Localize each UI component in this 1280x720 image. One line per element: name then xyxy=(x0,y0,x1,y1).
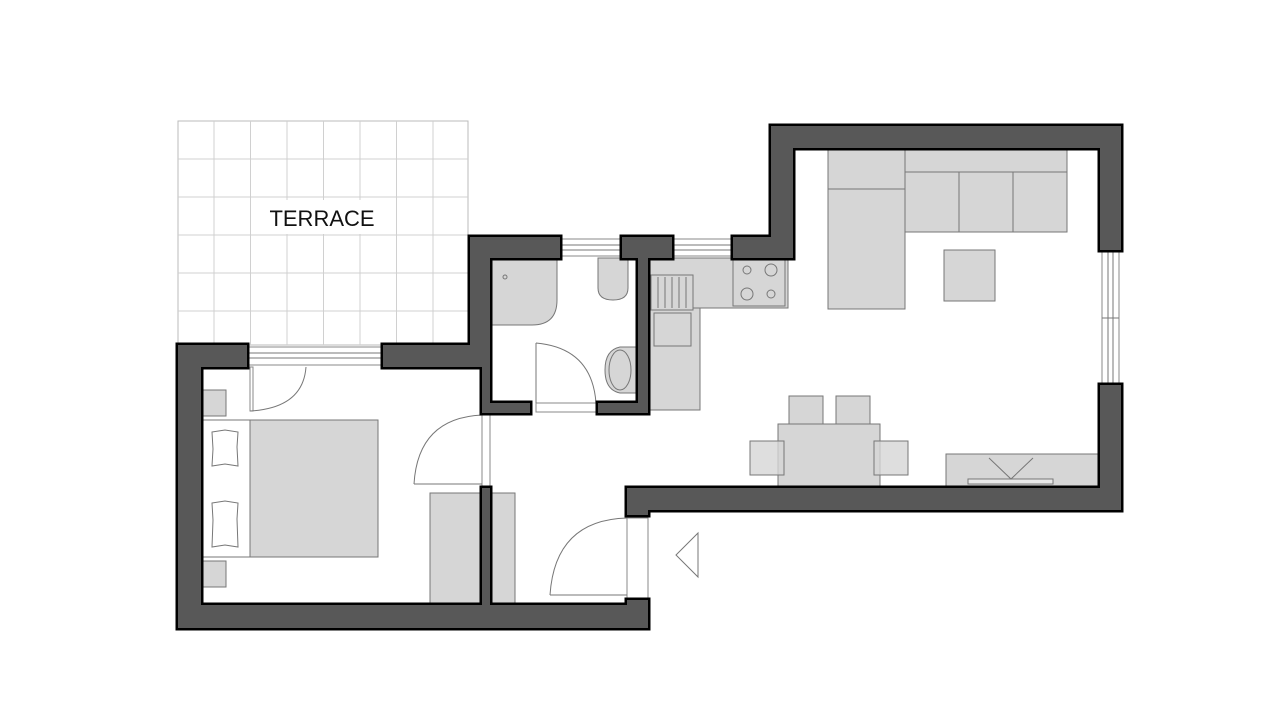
wall-segment xyxy=(627,600,648,628)
nightstand xyxy=(201,560,227,588)
shower xyxy=(489,257,558,326)
toilet xyxy=(604,346,639,394)
furniture xyxy=(201,148,1100,606)
wall-segment xyxy=(627,488,1121,510)
wall-segment xyxy=(482,488,490,605)
terrace: TERRACE xyxy=(177,120,469,346)
dining-chair xyxy=(749,440,785,476)
wall-segment xyxy=(482,360,490,413)
sofa-chaise xyxy=(827,188,906,310)
wall-segment xyxy=(383,345,482,367)
sofa-seat xyxy=(904,171,960,233)
nightstand xyxy=(201,389,227,417)
wall-segment xyxy=(638,237,648,413)
kitchen-window xyxy=(671,238,734,257)
pillow xyxy=(211,429,239,467)
wall-segment xyxy=(627,488,648,515)
coffee-table xyxy=(943,249,996,302)
bed xyxy=(249,419,379,558)
terrace-label: TERRACE xyxy=(269,206,374,231)
walls xyxy=(175,123,1124,631)
doors xyxy=(249,342,649,600)
tv xyxy=(967,478,1054,485)
dining-table xyxy=(777,423,881,489)
sink xyxy=(653,312,692,347)
dish-drainer xyxy=(650,274,694,311)
stove xyxy=(732,257,786,307)
wall-segment xyxy=(1100,385,1121,510)
wardrobe xyxy=(429,492,483,606)
wall-segment xyxy=(622,237,672,258)
entrance-arrow-icon xyxy=(675,531,699,579)
wall-segment xyxy=(470,237,490,367)
bedroom-window xyxy=(246,346,384,366)
wall-segment xyxy=(1100,126,1121,250)
sofa-back xyxy=(904,148,1068,173)
bathroom-window xyxy=(559,238,623,257)
wall-segment xyxy=(482,403,530,413)
wall-segment xyxy=(178,605,648,628)
dining-chair xyxy=(873,440,909,476)
sofa-chaise xyxy=(827,148,906,190)
sofa-seat xyxy=(958,171,1014,233)
wall-segment xyxy=(771,126,1121,148)
wall-segment xyxy=(470,237,560,258)
wall-segment xyxy=(771,126,793,258)
sofa-seat xyxy=(1012,171,1068,233)
washbasin xyxy=(597,257,629,301)
hall-cabinet xyxy=(489,492,516,606)
wall-segment xyxy=(598,403,648,413)
pillow xyxy=(211,500,239,548)
wall-segment xyxy=(178,345,201,628)
windows xyxy=(246,238,1120,386)
